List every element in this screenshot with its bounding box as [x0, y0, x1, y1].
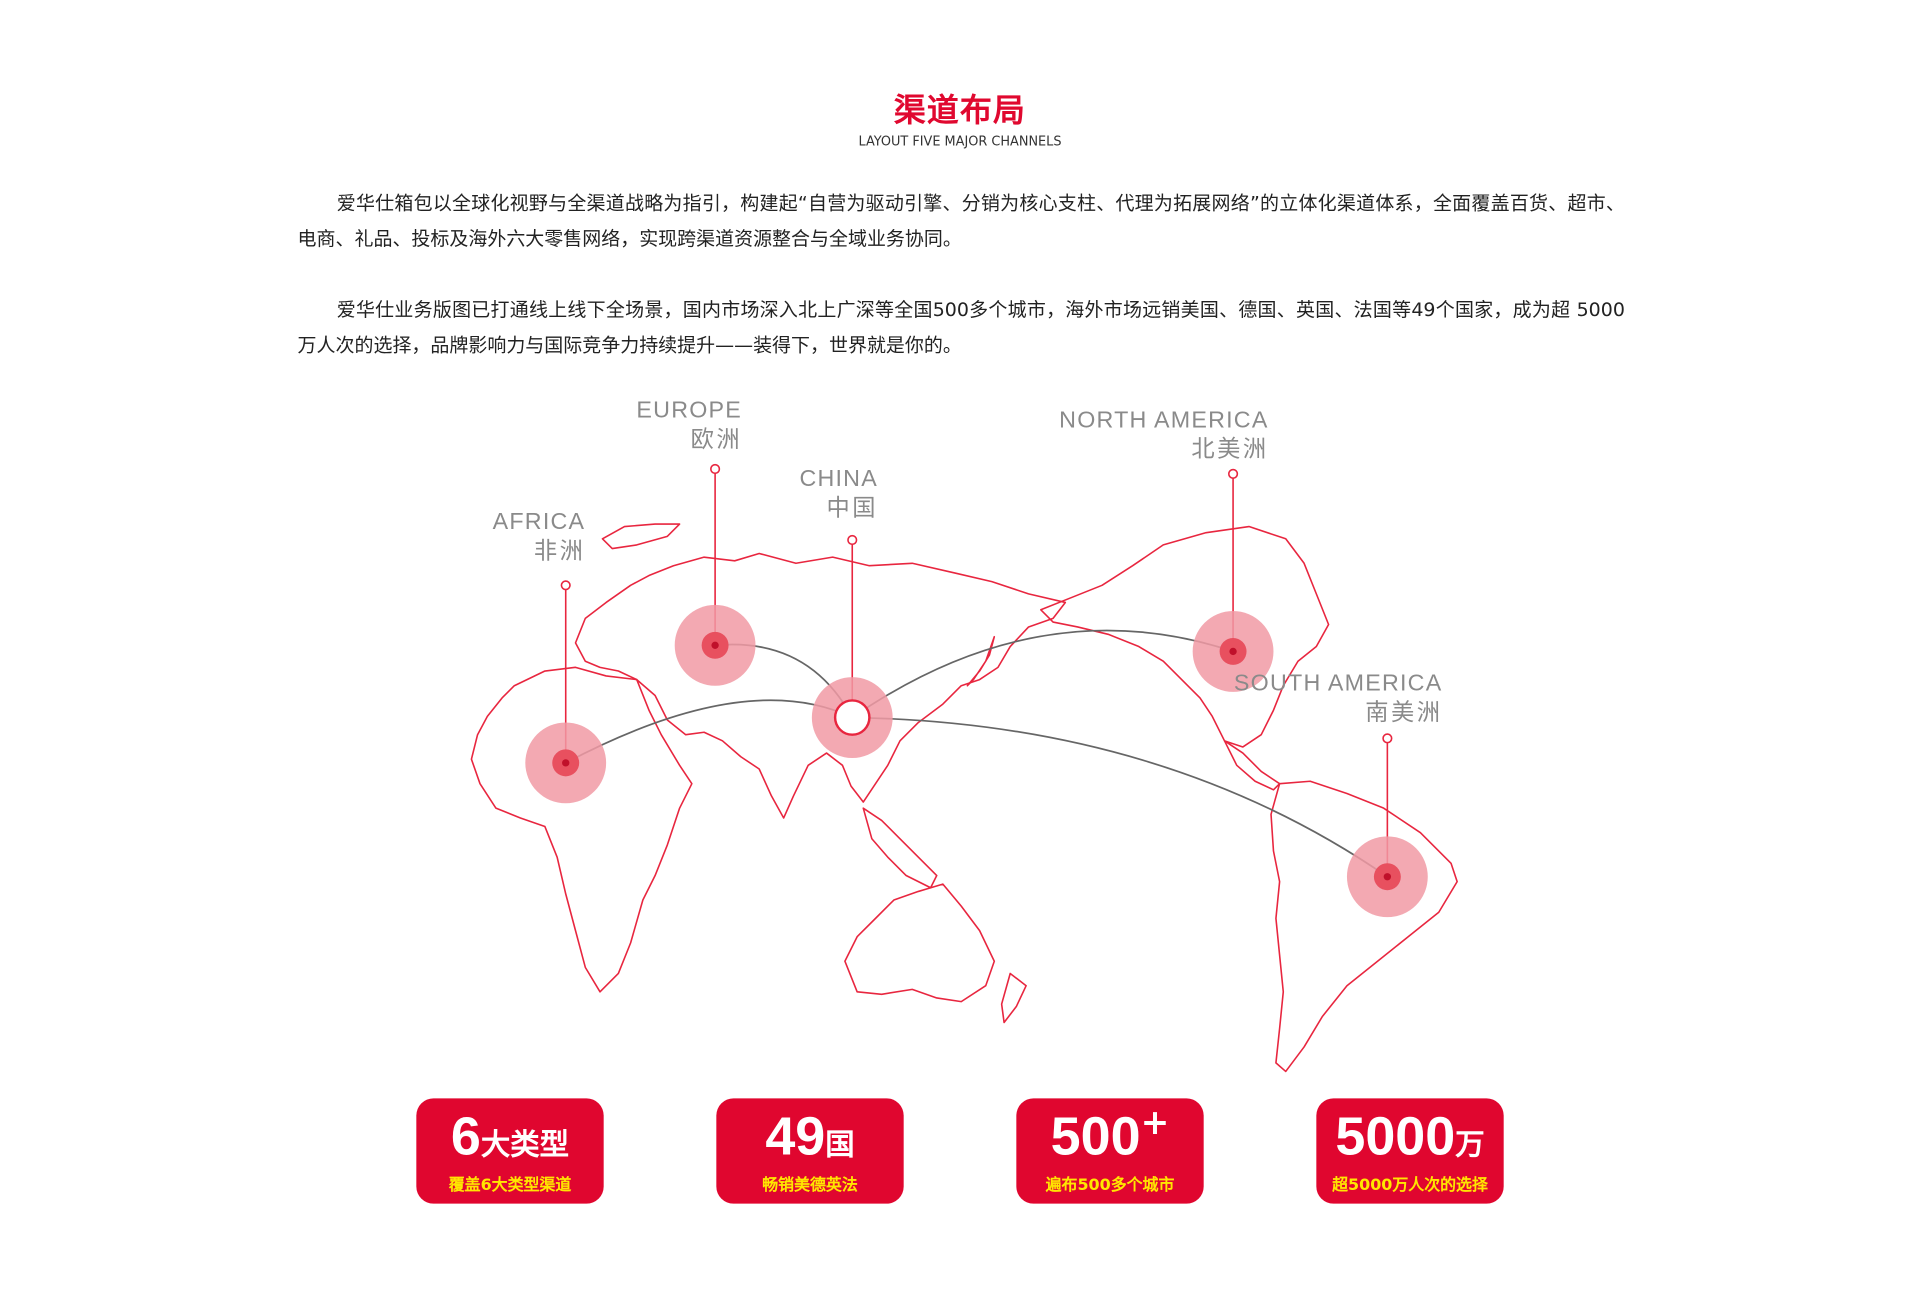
pin-head-africa — [560, 580, 571, 591]
stat-number: 5000 — [1335, 1106, 1456, 1167]
stat-unit: 大类型 — [480, 1127, 570, 1163]
pin-head-south-america — [1382, 733, 1393, 744]
southeast-asia-outline — [862, 807, 938, 889]
pin-head-europe — [710, 463, 721, 475]
region-en: NORTH AMERICA — [1059, 407, 1269, 434]
stat-caption: 畅销美德英法 — [762, 1176, 858, 1196]
stat-number: 6 — [450, 1106, 481, 1167]
stat-caption: 遍布500多个城市 — [1045, 1176, 1175, 1196]
region-en: AFRICA — [492, 509, 586, 536]
label-china: CHINA 中国 — [799, 467, 878, 523]
route-china-north-america — [851, 629, 1234, 719]
region-en: SOUTH AMERICA — [1233, 671, 1443, 697]
dot-north-america — [1229, 647, 1237, 656]
japan-outline — [966, 635, 996, 687]
continent-outlines — [470, 523, 1458, 1073]
label-africa: AFRICA 非洲 — [493, 509, 586, 565]
stat-cities: 500+ 遍布500多个城市 — [1016, 1098, 1204, 1204]
region-zh: 中国 — [826, 494, 878, 522]
route-china-africa — [565, 699, 853, 764]
stat-unit: 万 — [1455, 1127, 1485, 1163]
pin-head-north-america — [1227, 468, 1239, 479]
africa-outline — [470, 666, 693, 993]
stat-countries: 49国 畅销美德英法 — [716, 1098, 904, 1204]
business-paragraph: 爱华仕业务版图已打通线上线下全场景，国内市场深入北上广深等全国500多个城市，海… — [297, 298, 1625, 357]
stat-unit: 国 — [825, 1127, 855, 1163]
eurasia-outline — [574, 552, 1067, 819]
stat-caption: 超5000万人次的选择 — [1332, 1176, 1488, 1196]
stat-customers: 5000万 超5000万人次的选择 — [1316, 1098, 1504, 1204]
page-subtitle: LAYOUT FIVE MAJOR CHANNELS — [858, 134, 1062, 150]
hub-marker-china — [833, 699, 871, 736]
region-zh: 南美洲 — [1365, 698, 1443, 726]
intro-paragraph: 爱华仕箱包以全球化视野与全渠道战略为指引，构建起“自营为驱动引擎、分销为核心支柱… — [297, 192, 1625, 250]
stat-number: 500 — [1050, 1106, 1141, 1167]
new-zealand-outline — [1000, 972, 1027, 1024]
label-south-america: SOUTH AMERICA 南美洲 — [1234, 671, 1443, 727]
route-china-south-america — [852, 716, 1388, 878]
region-zh: 非洲 — [533, 537, 586, 565]
page-title: 渠道布局 — [893, 93, 1027, 130]
pin-head-china — [847, 534, 858, 546]
region-zh: 北美洲 — [1191, 435, 1269, 463]
dot-south-america — [1383, 873, 1392, 881]
australia-outline — [844, 883, 996, 1003]
stat-channel-types: 6大类型 覆盖6大类型渠道 — [416, 1098, 604, 1204]
dot-africa — [562, 759, 570, 767]
stat-caption: 覆盖6大类型渠道 — [448, 1176, 572, 1196]
dot-europe — [711, 641, 719, 649]
label-north-america: NORTH AMERICA 北美洲 — [1059, 408, 1268, 464]
stat-superscript: + — [1140, 1102, 1170, 1143]
stat-number: 49 — [765, 1106, 826, 1167]
north-america-outline — [1040, 525, 1330, 748]
south-america-outline — [1270, 780, 1458, 1073]
region-en: CHINA — [799, 466, 878, 493]
greenland-outline — [601, 523, 681, 550]
region-zh: 欧洲 — [690, 425, 743, 453]
region-en: EUROPE — [636, 397, 743, 424]
central-america-outline — [1223, 740, 1281, 791]
label-europe: EUROPE 欧洲 — [636, 398, 742, 454]
